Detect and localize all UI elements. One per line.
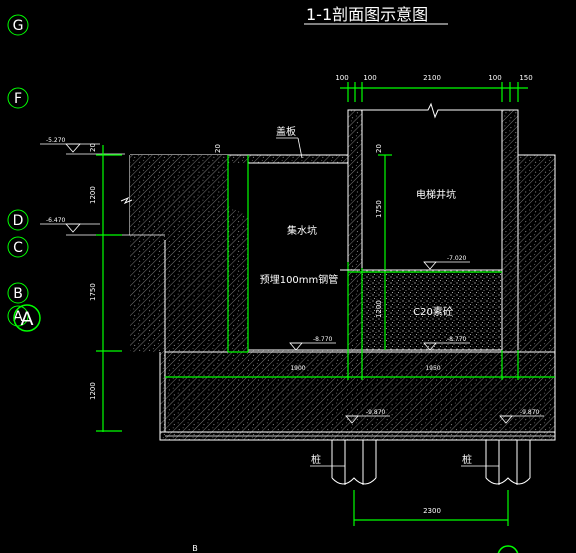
dim-bottom-2300: 2300 (423, 507, 441, 515)
top-dimension-chain: 100 100 2100 100 150 (335, 74, 533, 102)
axis-label-g: G (13, 18, 24, 34)
grid-axis-b: B (7, 282, 29, 304)
cover-plate-leader-diag (297, 137, 303, 159)
bottom-dimension: 2300 (353, 490, 509, 526)
dim-top-100-a: 100 (335, 74, 348, 82)
elevation-marker-concrete: -8.770 (423, 336, 470, 351)
elevation-marker-elevator: -7.020 (423, 255, 470, 270)
axis-label-c: C (13, 240, 23, 256)
elevation-top-left: -5.270 (46, 137, 66, 144)
axis-label-a: A (13, 309, 23, 325)
grid-axis-c: C (7, 236, 29, 258)
dim-base-left: 1900 (290, 365, 305, 372)
dim-top-150: 150 (519, 74, 532, 82)
label-pile-left: 桩 (311, 453, 321, 466)
green-reference-lines (165, 155, 555, 380)
dim-inner-left-20: 20 (214, 144, 222, 153)
elevation-sump-bottom: -8.770 (313, 336, 333, 343)
concrete-structure (120, 102, 556, 441)
label-c20-concrete: C20素砼 (413, 305, 453, 318)
dim-inner-1750: 1750 (375, 200, 383, 218)
dim-left-1200-bottom: 1200 (89, 382, 97, 400)
label-pipe: 预埋100mm钢管 (260, 273, 339, 286)
dim-left-1200-top: 1200 (89, 186, 97, 204)
pile-right-shape (485, 440, 531, 485)
dim-base-right: 1950 (425, 365, 440, 372)
grid-axis-d: D (7, 209, 29, 231)
elevation-lower-right: -9.870 (520, 409, 540, 416)
elevation-mid-left: -6.470 (46, 217, 66, 224)
dim-top-100-b: 100 (363, 74, 376, 82)
elevation-elevator-bottom: -7.020 (447, 255, 467, 262)
grid-axis-a-overlay: A (13, 304, 41, 332)
bottom-axis-fragment: B (192, 544, 198, 553)
elevation-concrete-bottom: -8.770 (447, 336, 467, 343)
dim-left-20: 20 (89, 143, 97, 152)
grid-axis-g: G (7, 14, 29, 36)
elevation-marker-sump: -8.770 (289, 336, 336, 351)
label-cover-plate: 盖板 (276, 125, 296, 138)
elevation-marker-lower-right: -9.870 (499, 409, 544, 424)
axis-label-f: F (14, 91, 22, 107)
axis-label-b: B (13, 286, 23, 302)
label-pile-right: 桩 (462, 453, 472, 466)
dim-left-1750: 1750 (89, 283, 97, 301)
left-dimension-chain: 20 1200 1750 1200 (89, 143, 122, 432)
grid-axis-a: A (7, 305, 29, 327)
elevation-marker-lower-left: -9.870 (345, 409, 390, 424)
axis-label-d: D (13, 213, 24, 229)
label-sump: 集水坑 (287, 224, 317, 237)
inner-dimensions: 20 20 1750 1200 (214, 144, 392, 350)
axis-label-a-overlay: A (21, 308, 34, 330)
dim-top-100-c: 100 (488, 74, 501, 82)
dim-top-2100: 2100 (423, 74, 441, 82)
elevation-lower-left: -9.870 (366, 409, 386, 416)
drawing-title: 1-1剖面图示意图 (306, 5, 428, 24)
pile-left-shape (331, 440, 377, 485)
dim-concrete-1200: 1200 (375, 300, 383, 318)
grid-axis-f: F (7, 87, 29, 109)
label-elevator-pit: 电梯井坑 (416, 188, 456, 201)
corner-bubble (497, 545, 519, 553)
dim-inner-right-20: 20 (375, 144, 383, 153)
elevation-marker-top: -5.270 (40, 137, 125, 155)
